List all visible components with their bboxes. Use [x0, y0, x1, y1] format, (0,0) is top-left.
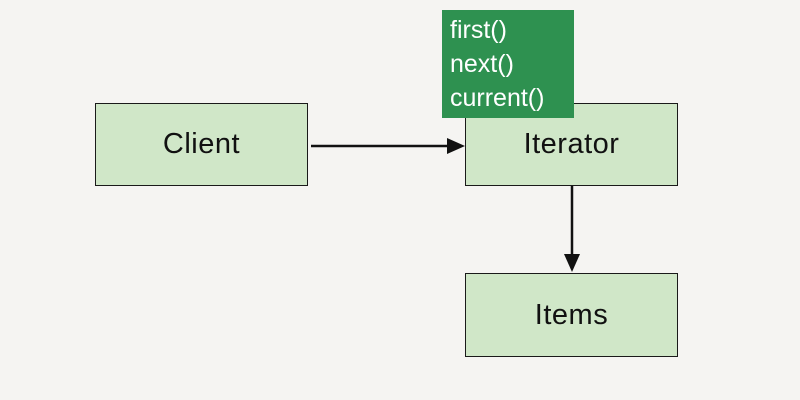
node-items-label: Items [534, 298, 609, 331]
node-items: Items [465, 273, 678, 357]
node-client: Client [95, 103, 308, 186]
method-current: current() [450, 84, 545, 112]
node-iterator-label: Iterator [523, 128, 620, 160]
node-client-label: Client [162, 128, 241, 160]
method-first: first() [450, 16, 507, 44]
arrow-iterator-to-items [564, 186, 580, 272]
arrow-client-to-iterator [311, 138, 465, 154]
method-next: next() [450, 50, 514, 78]
iterator-methods-box: first() next() current() [442, 10, 574, 118]
